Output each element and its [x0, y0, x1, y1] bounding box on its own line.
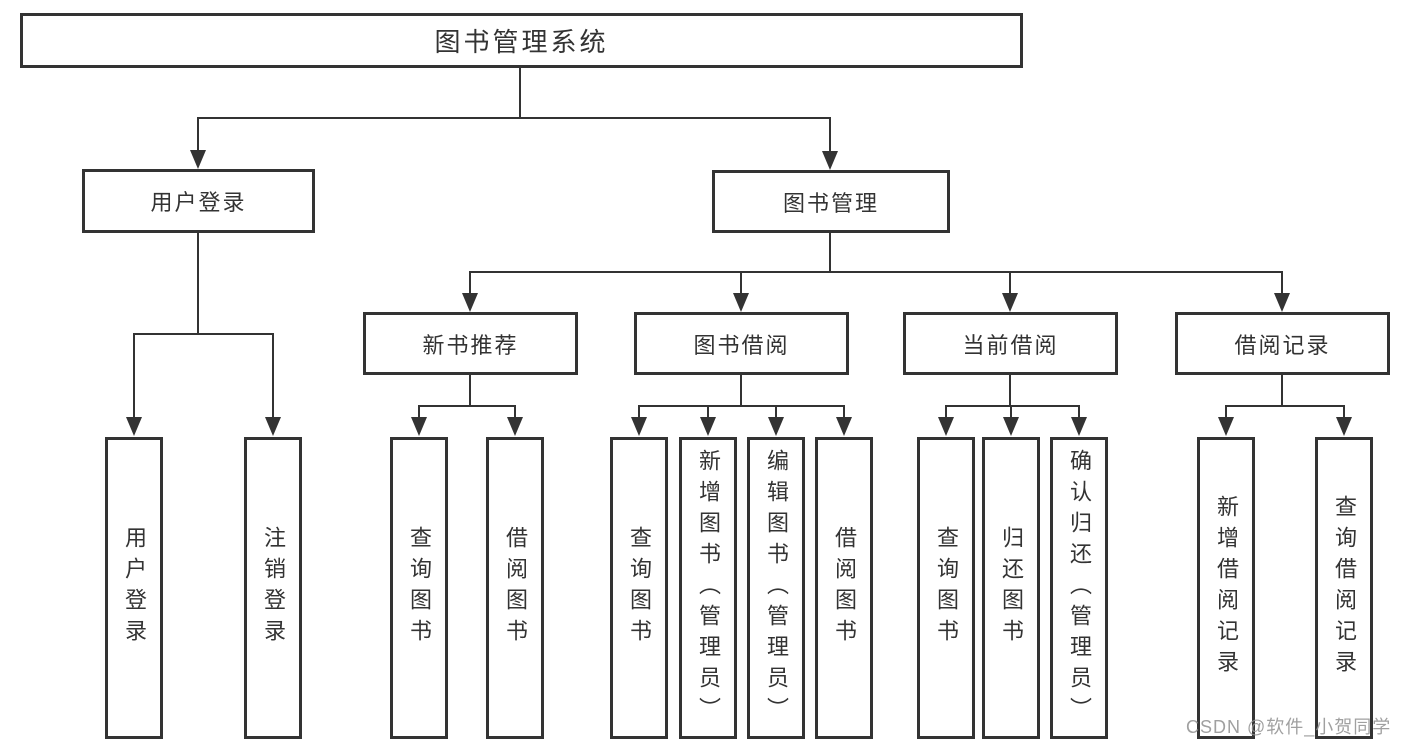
leaf-label: 新增借阅记录 [1214, 495, 1239, 681]
connector-to-book-mgmt [829, 117, 831, 152]
leaf-borrow-books: 借阅图书 [815, 437, 873, 739]
connector-leaf-stub [945, 405, 947, 419]
connector-root-hline [197, 117, 831, 119]
arrowhead-leaf [768, 417, 784, 436]
connector-to-new-book [469, 271, 471, 295]
arrowhead-leaf [1336, 417, 1352, 436]
leaf-label: 借阅图书 [503, 526, 528, 650]
connector-leaf-stub [418, 405, 420, 419]
arrowhead-to-borrow-record [1274, 293, 1290, 312]
connector-book-mgmt-hline [469, 271, 1283, 273]
arrowhead-leaf [631, 417, 647, 436]
leaf-label: 用户登录 [122, 526, 147, 650]
connector-leaf-stub [707, 405, 709, 419]
leaf-edit-books-admin: 编辑图书（管理员） [747, 437, 805, 739]
arrowhead-leaf [1003, 417, 1019, 436]
connector-to-borrow-record [1281, 271, 1283, 295]
node-label: 图书借阅 [693, 332, 790, 358]
connector-root-stub [519, 68, 521, 118]
node-book-borrowing: 图书借阅 [634, 312, 849, 375]
connector-to-book-borrow [740, 271, 742, 295]
leaf-label: 确认归还（管理员） [1067, 448, 1092, 728]
leaf-query-books-recommend: 查询图书 [390, 437, 448, 739]
arrowhead-to-current-borrow [1002, 293, 1018, 312]
arrowhead-leaf [700, 417, 716, 436]
connector-leaf-stub [638, 405, 640, 419]
connector-book-borrow-hline [638, 405, 845, 407]
connector-to-leaf-login [133, 333, 135, 417]
leaf-label: 归还图书 [999, 526, 1024, 650]
node-new-book-recommend: 新书推荐 [363, 312, 578, 375]
node-current-borrowing: 当前借阅 [903, 312, 1118, 375]
connector-leaf-stub [1343, 405, 1345, 419]
connector-current-borrow-stub [1009, 375, 1011, 407]
arrowhead-leaf [938, 417, 954, 436]
connector-user-login-hline [133, 333, 274, 335]
connector-new-book-stub [469, 375, 471, 407]
leaf-label: 借阅图书 [832, 526, 857, 650]
connector-user-login-stub [197, 233, 199, 334]
arrowhead-to-leaf-logout [265, 417, 281, 436]
leaf-query-borrow-record: 查询借阅记录 [1315, 437, 1373, 739]
connector-leaf-stub [775, 405, 777, 419]
leaf-label: 查询借阅记录 [1332, 495, 1357, 681]
arrowhead-leaf [1218, 417, 1234, 436]
node-borrowing-records: 借阅记录 [1175, 312, 1390, 375]
connector-leaf-stub [514, 405, 516, 419]
connector-leaf-stub [1225, 405, 1227, 419]
leaf-query-books-borrowing: 查询图书 [610, 437, 668, 739]
leaf-user-login: 用户登录 [105, 437, 163, 739]
leaf-query-books-current: 查询图书 [917, 437, 975, 739]
csdn-watermark: CSDN @软件_小贺同学 [1186, 717, 1392, 737]
leaf-add-books-admin: 新增图书（管理员） [679, 437, 737, 739]
leaf-label: 新增图书（管理员） [696, 448, 721, 728]
arrowhead-to-new-book [462, 293, 478, 312]
arrowhead-leaf [411, 417, 427, 436]
connector-leaf-stub [1078, 405, 1080, 419]
connector-to-current-borrow [1009, 271, 1011, 295]
node-book-management: 图书管理 [712, 170, 950, 233]
arrowhead-to-leaf-login [126, 417, 142, 436]
connector-current-borrow-hline [945, 405, 1080, 407]
node-label: 借阅记录 [1234, 332, 1331, 358]
node-label: 用户登录 [150, 190, 247, 215]
leaf-return-books: 归还图书 [982, 437, 1040, 739]
arrowhead-leaf [1071, 417, 1087, 436]
leaf-label: 编辑图书（管理员） [764, 448, 789, 728]
connector-new-book-hline [418, 405, 516, 407]
connector-book-borrow-stub [740, 375, 742, 407]
arrowhead-to-user-login [190, 150, 206, 169]
node-label: 图书管理 [782, 190, 879, 216]
leaf-add-borrow-record: 新增借阅记录 [1197, 437, 1255, 739]
leaf-confirm-return-admin: 确认归还（管理员） [1050, 437, 1108, 739]
connector-leaf-stub [1010, 405, 1012, 419]
arrowhead-leaf [507, 417, 523, 436]
connector-to-leaf-logout [272, 333, 274, 417]
node-label: 当前借阅 [962, 332, 1059, 358]
node-label: 新书推荐 [422, 332, 519, 358]
leaf-label: 查询图书 [407, 526, 432, 650]
node-label: 图书管理系统 [434, 27, 609, 57]
leaf-label: 查询图书 [627, 526, 652, 650]
arrowhead-leaf [836, 417, 852, 436]
node-user-login: 用户登录 [82, 169, 315, 233]
arrowhead-to-book-borrow [733, 293, 749, 312]
connector-leaf-stub [843, 405, 845, 419]
connector-borrow-record-stub [1281, 375, 1283, 407]
node-root-system: 图书管理系统 [20, 13, 1023, 68]
leaf-label: 查询图书 [934, 526, 959, 650]
leaf-label: 注销登录 [261, 526, 286, 650]
leaf-borrow-books-recommend: 借阅图书 [486, 437, 544, 739]
arrowhead-to-book-mgmt [822, 151, 838, 170]
connector-to-user-login [197, 117, 199, 152]
leaf-logout: 注销登录 [244, 437, 302, 739]
connector-book-mgmt-stub [829, 233, 831, 273]
connector-borrow-record-hline [1225, 405, 1345, 407]
